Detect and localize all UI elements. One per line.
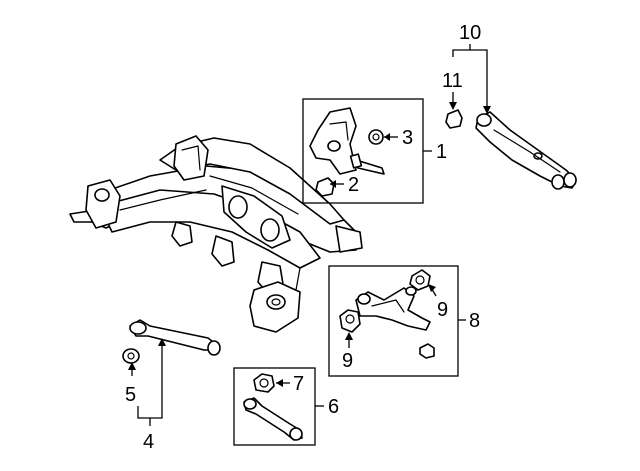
bushing-part-9-left [339,309,361,333]
callout-10: 10 [459,22,481,44]
arrow-7 [276,379,283,387]
link-part-6 [243,397,303,441]
arrow-2 [330,180,336,188]
arrow-3 [384,133,390,141]
arrow-11 [449,102,457,110]
trailing-arm-part-10 [475,111,577,190]
lateral-link-part-4 [129,319,221,356]
control-arm-part-8 [355,286,431,331]
callout-1: 1 [436,141,447,163]
subframe-crossmember [69,135,363,333]
arrow-9b [428,284,436,292]
arrow-5 [128,362,136,370]
bushing-part-3 [368,129,384,145]
callout-9-lower: 9 [342,350,353,372]
arrow-10 [483,106,491,114]
callout-7: 7 [293,373,304,395]
arrow-9a [345,332,353,340]
bushing-part-9-right [409,269,431,291]
callout-2: 2 [348,174,359,196]
nut-part-8 [419,343,435,359]
part-box-8 [328,265,459,377]
bolt-part-2 [349,153,385,175]
bushing-part-11 [445,109,463,129]
callout-3: 3 [402,127,413,149]
callout-9-upper: 9 [437,299,448,321]
callout-11: 11 [442,70,463,92]
nut-part-2 [315,177,335,197]
bushing-part-5 [122,348,140,364]
callout-5: 5 [125,384,136,406]
arrow-4 [158,338,166,346]
callout-4: 4 [143,431,154,453]
leader-bracket-4 [137,340,163,419]
callout-8: 8 [469,310,480,332]
callout-6: 6 [328,396,339,418]
knuckle-assembly [309,107,357,175]
bushing-part-7 [253,373,275,393]
